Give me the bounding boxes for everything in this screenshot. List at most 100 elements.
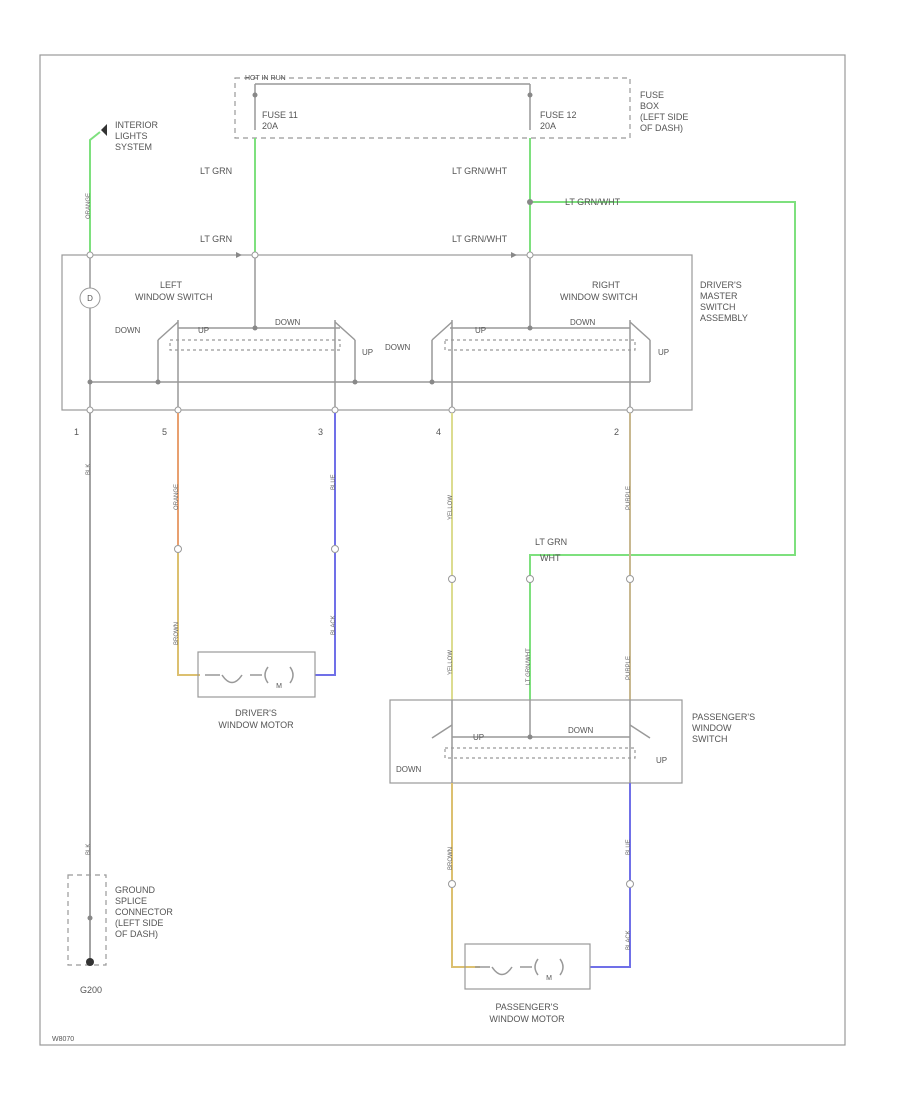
fuse-box-caption-3: (LEFT SIDE	[640, 112, 688, 122]
passenger-motor-wire-a-lower	[451, 888, 480, 968]
driver-wire-a-connector	[174, 545, 182, 553]
blue-wire-label: BLUE	[331, 474, 337, 490]
left-switch-link	[169, 339, 341, 351]
ground-caption-4: (LEFT SIDE	[115, 918, 163, 928]
lt-grn-label-lower: LT GRN	[200, 234, 232, 244]
passenger-feed-connector	[526, 575, 534, 583]
diagram-frame	[39, 54, 846, 1046]
fuse12-rating: 20A	[540, 121, 556, 131]
black-wire-label: BLACK	[331, 615, 337, 635]
master-junction-dots	[87, 325, 533, 385]
interior-wire-label: ORANGE	[86, 193, 92, 219]
driver-motor-armature-icon	[264, 666, 294, 684]
interior-lights-caption-1: INTERIOR	[115, 120, 159, 130]
left-switch-caption-1: LEFT	[160, 280, 183, 290]
fuse-box-caption-1: FUSE	[640, 90, 664, 100]
interior-lights-caption-3: SYSTEM	[115, 142, 152, 152]
pin-3-label: 3	[318, 427, 323, 437]
right-up-label-2: UP	[658, 348, 669, 357]
figure-id: W8070	[52, 1036, 74, 1043]
left-up-label-2: UP	[362, 348, 373, 357]
passenger-up-label: UP	[473, 733, 484, 742]
yellow-wire-label-2: YELLOW	[448, 650, 454, 675]
wht-label-passenger: WHT	[540, 553, 561, 563]
passenger-switch-caption-1: PASSENGER'S	[692, 712, 755, 722]
lt-grn-wht-vertical-label: LT GRN/WHT	[526, 648, 532, 685]
master-internal-circuit	[90, 258, 651, 410]
master-caption-1: DRIVER'S	[700, 280, 742, 290]
passenger-motor-winding-icon	[475, 966, 532, 976]
left-down-label-2: DOWN	[275, 318, 301, 327]
driver-motor-winding-icon	[205, 674, 262, 684]
purple-wire-label-1: PURPLE	[626, 486, 632, 510]
arrow-left-in	[236, 252, 242, 258]
fuse-box-outline	[234, 77, 631, 139]
driver-motor-symbol: M	[276, 683, 282, 690]
right-switch-caption-1: RIGHT	[592, 280, 621, 290]
master-conn-interior	[86, 251, 94, 259]
ground-caption-1: GROUND	[115, 885, 155, 895]
passenger-motor-wire-a-connector	[448, 880, 456, 888]
left-down-label: DOWN	[115, 326, 141, 335]
master-caption-4: ASSEMBLY	[700, 313, 748, 323]
brown-wire-label: BROWN	[174, 622, 180, 645]
driver-motor-wire-a-lower	[177, 553, 200, 676]
splice-dot	[527, 199, 533, 205]
ground-id: G200	[80, 985, 102, 995]
passengers-motor-caption-1: PASSENGER'S	[495, 1002, 558, 1012]
fuse12-label: FUSE 12	[540, 110, 577, 120]
passenger-wire-b-connector	[626, 575, 634, 583]
pin-1-label: 1	[74, 427, 79, 437]
passenger-motor-armature-icon	[534, 958, 564, 976]
passengers-window-switch-box	[389, 699, 683, 784]
lt-grn-wht-branch-wire	[529, 201, 796, 700]
lt-grn-label-passenger: LT GRN	[535, 537, 567, 547]
passenger-down-label: DOWN	[568, 726, 594, 735]
pin-2-label: 2	[614, 427, 619, 437]
passengers-window-motor-box	[464, 943, 591, 990]
passenger-up-label-2: UP	[656, 756, 667, 765]
lt-grn-wht-branch-label: LT GRN/WHT	[565, 197, 621, 207]
fuse-box-caption-4: OF DASH)	[640, 123, 683, 133]
master-output-pins	[86, 406, 634, 414]
pin-4-label: 4	[436, 427, 441, 437]
right-switch-link	[444, 339, 636, 351]
fuse11-rating: 20A	[262, 121, 278, 131]
right-down-label: DOWN	[385, 343, 411, 352]
right-down-label-2: DOWN	[570, 318, 596, 327]
drivers-master-switch-box	[61, 254, 693, 411]
ground-wire-label: BLK	[86, 464, 92, 475]
fuse12-top-terminal	[527, 92, 533, 98]
lt-grn-wht-label-upper: LT GRN/WHT	[452, 166, 508, 176]
drivers-motor-caption-1: DRIVER'S	[235, 708, 277, 718]
ground-caption-2: SPLICE	[115, 896, 147, 906]
passenger-switch-caption-2: WINDOW	[692, 723, 732, 733]
arrow-right-in	[511, 252, 517, 258]
right-up-label: UP	[475, 326, 486, 335]
passenger-switch-junction	[527, 734, 533, 740]
passenger-switch-circuit	[431, 700, 651, 783]
passenger-motor-symbol: M	[546, 975, 552, 982]
ground-wire-label-2: BLK	[86, 844, 92, 855]
passenger-down-label-2: DOWN	[396, 765, 422, 774]
passenger-motor-wire-b-connector	[626, 880, 634, 888]
blue-wire-label-passenger: BLUE	[626, 839, 632, 855]
ground-splice-outline	[67, 874, 107, 966]
interior-lights-connector-icon	[101, 124, 107, 136]
master-conn-lt-grn	[251, 251, 259, 259]
green-wires	[89, 131, 796, 700]
master-conn-lt-grn-wht	[526, 251, 534, 259]
lt-grn-label-upper: LT GRN	[200, 166, 232, 176]
interior-lights-caption-2: LIGHTS	[115, 131, 148, 141]
ground-caption-3: CONNECTOR	[115, 907, 173, 917]
left-switch-caption-2: WINDOW SWITCH	[135, 292, 212, 302]
left-up-label: UP	[198, 326, 209, 335]
drivers-motor-caption-2: WINDOW MOTOR	[218, 720, 294, 730]
passenger-wire-a-connector	[448, 575, 456, 583]
passenger-motor-wire-b-lower	[590, 888, 631, 968]
ground-splice-dot	[87, 915, 93, 921]
passenger-switch-link	[444, 747, 636, 759]
ground-point-icon	[86, 958, 94, 966]
passenger-switch-caption-3: SWITCH	[692, 734, 728, 744]
